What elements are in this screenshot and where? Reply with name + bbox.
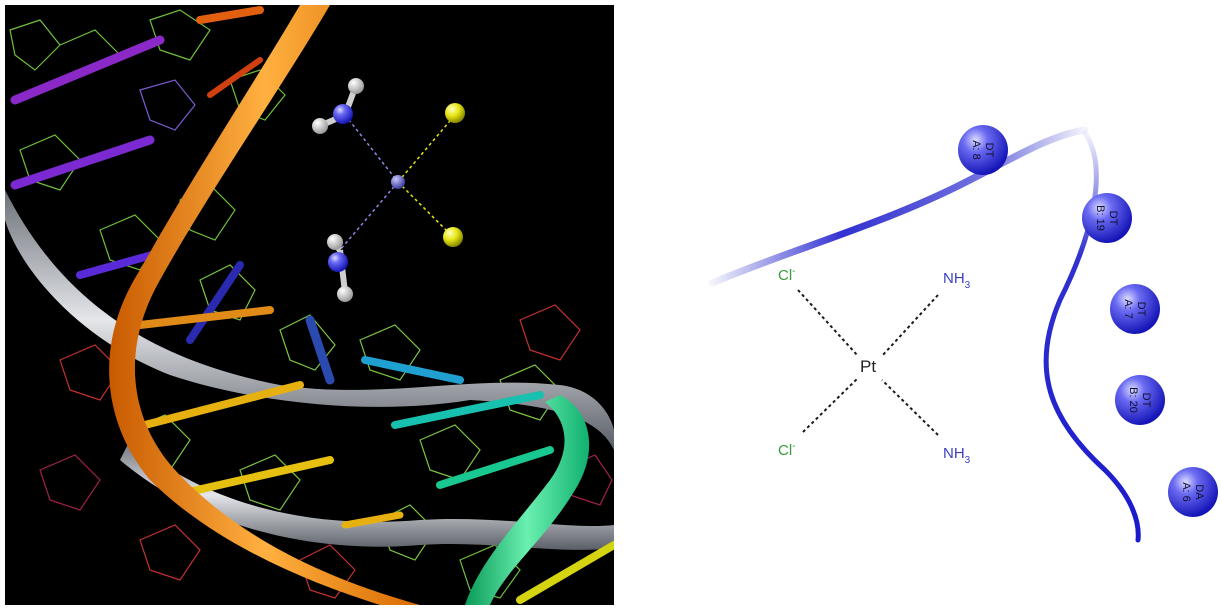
hydrogen-atom <box>312 118 328 134</box>
chlorine-atom <box>445 103 465 123</box>
residue-dt-a8: DT A: 8 <box>958 125 1008 175</box>
svg-text:DA: DA <box>1193 484 1205 500</box>
residue-dt-b20: DT B: 20 <box>1115 375 1165 425</box>
grey-ribbon <box>5 190 614 450</box>
base-pair-sticks <box>10 6 614 604</box>
hydrogen-atom <box>327 234 343 250</box>
structure-render-panel <box>5 5 614 605</box>
ligand-label-nh3-top: NH3 <box>943 270 971 291</box>
svg-text:DT: DT <box>1135 302 1147 317</box>
svg-text:B: 19: B: 19 <box>1094 205 1106 231</box>
platinum-atom <box>391 175 405 189</box>
nitrogen-atom <box>333 104 353 124</box>
nitrogen-atom <box>328 252 348 272</box>
ligand-label-cl-top: Cl- <box>778 266 796 284</box>
interaction-diagram-panel: Pt Cl- NH3 Cl- NH3 DT A: 8 DT B: 19 <box>708 125 1218 543</box>
svg-text:DT: DT <box>1107 211 1119 226</box>
coordination-bonds <box>797 289 939 436</box>
svg-text:A: 6: A: 6 <box>1180 482 1192 502</box>
chlorine-atom <box>443 227 463 247</box>
center-atom-label: Pt <box>860 357 876 376</box>
hydrogen-atom <box>348 78 364 94</box>
residue-dt-a7: DT A: 7 <box>1110 284 1160 334</box>
hydrogen-atom <box>337 286 353 302</box>
cisplatin-model <box>312 78 465 302</box>
green-ribbon <box>465 395 590 605</box>
grey-ribbon-lower <box>120 440 614 550</box>
binding-contour-top <box>708 126 1089 287</box>
residue-da-a6: DA A: 6 <box>1168 467 1218 517</box>
svg-text:A: 8: A: 8 <box>970 140 982 160</box>
binding-contour-right <box>1043 130 1141 543</box>
svg-text:B: 20: B: 20 <box>1127 387 1139 413</box>
svg-text:A: 7: A: 7 <box>1122 299 1134 319</box>
svg-text:DT: DT <box>983 143 995 158</box>
svg-text:DT: DT <box>1140 393 1152 408</box>
ligand-label-cl-bottom: Cl- <box>778 441 796 459</box>
residue-dt-b19: DT B: 19 <box>1082 193 1132 243</box>
render-background <box>5 5 614 605</box>
ligand-label-nh3-bottom: NH3 <box>943 445 971 466</box>
